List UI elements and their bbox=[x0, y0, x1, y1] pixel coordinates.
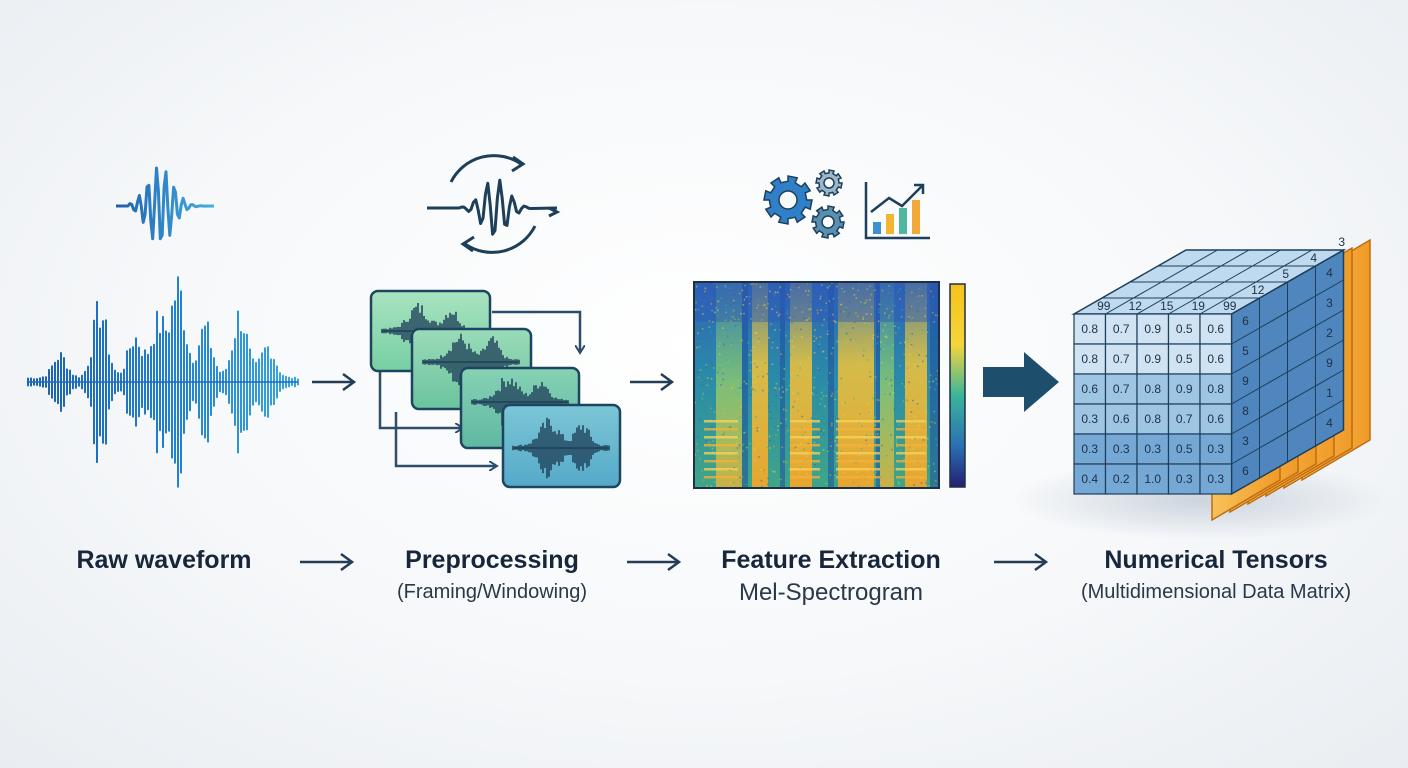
tensor-back-cell: 2 bbox=[1326, 326, 1333, 340]
label-arrow-1 bbox=[300, 552, 355, 572]
stage-subtitle: Mel-Spectrogram bbox=[738, 579, 924, 606]
tensor-cell: 0.9 bbox=[1144, 352, 1161, 366]
tensor-cube: 0.8 0.7 0.9 0.5 0.6 0.8 0.7 0.9 0.5 0.6 0.6 0.7 0.8 0… bbox=[1071, 235, 1347, 496]
stage-title: Feature Extraction bbox=[721, 546, 941, 574]
stage-title: Raw waveform bbox=[76, 546, 252, 574]
stage-label-numerical-tensors: Numerical Tensors (Multidimensional Data… bbox=[1048, 546, 1384, 604]
tensor-top-depth-cell: 5 bbox=[1282, 267, 1289, 281]
color-scale-bar bbox=[949, 283, 966, 488]
tensor-cell: 0.8 bbox=[1144, 382, 1161, 396]
tensor-back-cell: 4 bbox=[1326, 416, 1333, 430]
raw-waveform-graphic bbox=[27, 276, 299, 488]
tensor-cell: 0.8 bbox=[1081, 322, 1098, 336]
tensor-side-cell: 3 bbox=[1242, 434, 1249, 448]
tensor-cell: 0.2 bbox=[1113, 472, 1130, 486]
tensor-top-cell: 99 bbox=[1097, 299, 1111, 313]
stage-title: Preprocessing bbox=[405, 546, 579, 574]
tensor-cell: 0.3 bbox=[1144, 442, 1161, 456]
tensor-top-depth-cell: 3 bbox=[1338, 235, 1345, 249]
tensor-cell: 0.5 bbox=[1176, 322, 1193, 336]
tensor-side-cell: 9 bbox=[1242, 374, 1249, 388]
label-arrow-3 bbox=[994, 552, 1049, 572]
stage-subtitle: (Multidimensional Data Matrix) bbox=[1080, 581, 1352, 603]
tensor-cell: 0.3 bbox=[1113, 442, 1130, 456]
flow-arrow-1 bbox=[312, 372, 357, 392]
tensor-cell: 0.7 bbox=[1113, 322, 1130, 336]
tensor-top-cell: 99 bbox=[1223, 299, 1237, 313]
tensor-cell: 0.8 bbox=[1081, 352, 1098, 366]
tensor-cell: 0.8 bbox=[1144, 412, 1161, 426]
tensor-side-cell: 8 bbox=[1242, 404, 1249, 418]
tensor-cell: 0.4 bbox=[1081, 472, 1098, 486]
gears-icon bbox=[763, 169, 845, 239]
tensor-side-cell: 5 bbox=[1242, 344, 1249, 358]
bar-chart-trend-icon bbox=[864, 182, 930, 240]
tensor-cell: 0.3 bbox=[1176, 472, 1193, 486]
stage-label-preprocessing: Preprocessing (Framing/Windowing) bbox=[362, 546, 622, 604]
tensor-cell: 1.0 bbox=[1144, 472, 1161, 486]
tensor-cell: 0.6 bbox=[1207, 322, 1224, 336]
tensor-top-depth-cell: 12 bbox=[1251, 283, 1265, 297]
tensor-top-cell: 15 bbox=[1160, 299, 1174, 313]
tensor-cell: 0.9 bbox=[1144, 322, 1161, 336]
tensor-back-cell: 3 bbox=[1326, 296, 1333, 310]
mel-spectrogram bbox=[693, 281, 940, 489]
tensor-cell: 0.6 bbox=[1113, 412, 1130, 426]
tensor-side-cell: 6 bbox=[1242, 464, 1249, 478]
flow-arrow-2 bbox=[630, 372, 675, 392]
tensor-cell: 0.3 bbox=[1207, 442, 1224, 456]
tensor-cell: 0.5 bbox=[1176, 352, 1193, 366]
framing-windows-graphic bbox=[369, 289, 622, 489]
tensor-cell: 0.7 bbox=[1113, 382, 1130, 396]
stage-label-feature-extraction: Feature Extraction Mel-Spectrogram bbox=[700, 546, 962, 607]
flow-arrows bbox=[300, 352, 1059, 572]
tensor-cell: 0.6 bbox=[1081, 382, 1098, 396]
stage-subtitle: (Framing/Windowing) bbox=[396, 581, 588, 603]
tensor-cell: 0.9 bbox=[1176, 382, 1193, 396]
tensor-back-cell: 9 bbox=[1326, 356, 1333, 370]
flow-arrow-3 bbox=[983, 352, 1059, 412]
stage-title: Numerical Tensors bbox=[1104, 546, 1328, 574]
tensor-top-depth-cell: 4 bbox=[1310, 251, 1317, 265]
tensor-cell: 0.3 bbox=[1207, 472, 1224, 486]
tensor-back-cell: 4 bbox=[1326, 266, 1333, 280]
tensor-cell: 0.7 bbox=[1113, 352, 1130, 366]
frame-window-4 bbox=[501, 403, 622, 489]
tensor-back-cell: 1 bbox=[1326, 386, 1333, 400]
tensor-cell: 0.6 bbox=[1207, 352, 1224, 366]
tensor-cell: 0.5 bbox=[1176, 442, 1193, 456]
tensor-cell: 0.6 bbox=[1207, 412, 1224, 426]
mini-waveform-icon bbox=[116, 166, 215, 241]
tensor-side-cell: 6 bbox=[1242, 314, 1249, 328]
tensor-cell: 0.8 bbox=[1207, 382, 1224, 396]
tensor-cell: 0.7 bbox=[1176, 412, 1193, 426]
tensor-cell: 0.3 bbox=[1081, 412, 1098, 426]
stage-label-raw-waveform: Raw waveform bbox=[44, 546, 284, 575]
label-arrow-2 bbox=[627, 552, 682, 572]
tensor-cell: 0.3 bbox=[1081, 442, 1098, 456]
tensor-top-cell: 19 bbox=[1192, 299, 1206, 313]
cycle-waveform-icon bbox=[427, 154, 561, 254]
tensor-top-cell: 12 bbox=[1129, 299, 1143, 313]
